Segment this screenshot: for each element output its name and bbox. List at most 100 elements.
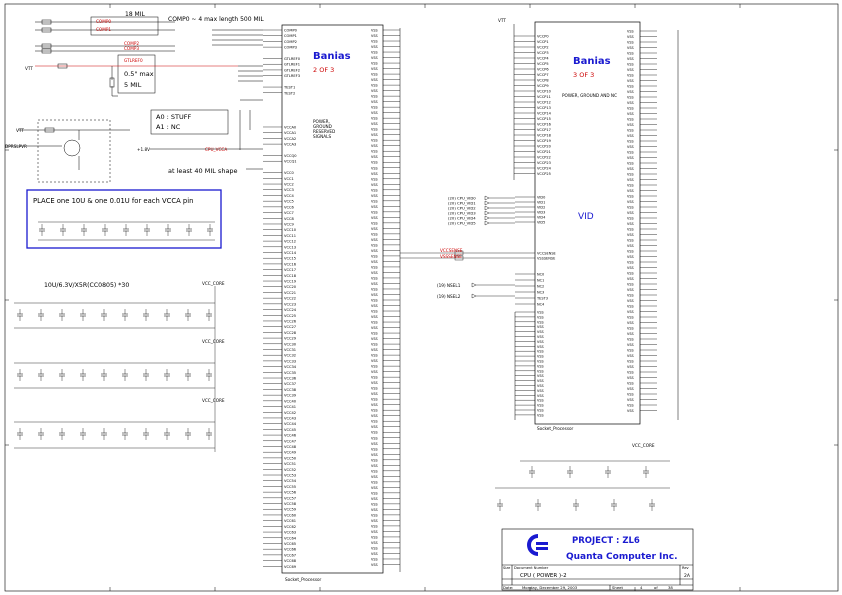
u2-pin-name: VSS [627,255,634,259]
u1-pin-name: VCC67 [284,553,296,557]
net-dprslpvr: DPRSLPVR [5,144,27,149]
u1-pin-name: VSS [371,188,378,192]
title-block [501,528,694,591]
u1-pin-name: COMP0 [284,29,298,33]
u1-pin-name: VCC40 [284,399,297,403]
u2-left-pins: VCCP0VCCP1VCCP2VCCP3VCCP4VCCP5VCCP6VCCP7… [505,35,556,420]
u1-pin-name: VSS [371,199,378,203]
u2-pin-name: VSS [627,52,634,56]
u1-pin-name: VCC7 [284,211,294,215]
u1-pin-name: VCC46 [284,434,297,438]
vcca-capacitors [38,221,215,241]
note-comp-length: COMP0 ~ 4 max length 500 MIL [168,16,264,23]
u2-pin-name: VSS [627,90,634,94]
sense-resistor [454,250,464,256]
u2-pin-name: VSS [627,294,634,298]
u1-bottom-label: Socket_Processor [285,577,322,582]
u1-pin-name: VSS [371,387,378,391]
u1-pin-name: VSS [371,265,378,269]
u2-pin-name: VSS [627,41,634,45]
u1-mid-label-line: RESERVED [313,129,335,134]
u1-pin-name: VCC47 [284,439,296,443]
u1-pin-name: VCC51 [284,462,296,466]
u1-pin-name: VSS [371,128,378,132]
u1-pin-name: VSS [371,260,378,264]
u2-pin-name: VSS [537,399,544,403]
u2-pin-name: VSS [627,151,634,155]
u1-pin-name: VCC50 [284,456,297,460]
u2-bottom-label: Socket_Processor [537,426,574,431]
u1-pin-name: VSS [371,458,378,462]
u1-pin-name: VCC38 [284,388,297,392]
u2-pin-name: VSS [627,349,634,353]
u1-pin-name: VCC22 [284,297,296,301]
label-vcc-core-1: VCC_CORE [202,281,225,286]
u1-pin-name: VSS [371,282,378,286]
u1-pin-name: VCC43 [284,416,296,420]
u1-pin-name: VSS [371,524,378,528]
u2-pin-name: VCCP16 [537,123,551,127]
net-nsel1: (19) NSEL1 [437,283,461,288]
u2-pin-name: VSS [627,343,634,347]
u1-pin-name: VCC20 [284,285,297,289]
u1-pin-name: VSS [371,73,378,77]
u2-pin-name: VCCP13 [537,106,551,110]
u2-pin-name: VSS [627,228,634,232]
u2-pin-name: VSS [537,364,544,368]
u2-pin-name: VSS [627,156,634,160]
u2-pin-name: VSS [537,340,544,344]
u2-pin-name: VSS [627,206,634,210]
u1-pin-name: VSS [371,447,378,451]
u2-pin-name: VSS [537,384,544,388]
u2-pin-name: VSS [627,195,634,199]
u1-pin-name: GTLREF0 [284,57,301,61]
u2-pin-name: VSS [627,360,634,364]
u1-pin-name: COMP2 [284,40,297,44]
date-value: Monday, December 29, 2003 [522,585,578,590]
u1-pin-name: VSS [371,535,378,539]
u2-pin-name: VCCP12 [537,101,551,105]
u2-pin-name: VSS [627,200,634,204]
u2-pin-name: VSS [627,123,634,127]
u2-pin-name: VSS [627,404,634,408]
u1-pin-name: VSS [371,221,378,225]
u1-pin-name: VSS [371,34,378,38]
u1-pin-name: VCC24 [284,308,297,312]
u2-pin-name: VID2 [537,206,545,210]
u1-pin-name: VCC41 [284,405,296,409]
u1-pin-name: VSS [371,276,378,280]
u1-pin-name: VCC42 [284,411,296,415]
offpage-arrow [484,200,490,206]
u2-body [534,21,641,425]
u1-pin-name: VCCQ0 [284,154,297,158]
u1-pin-name: VCC44 [284,422,297,426]
label-vcc-core-4: VCC_CORE [632,443,655,448]
u1-pin-name: VSS [371,232,378,236]
company-logo [527,534,548,556]
u1-pin-name: VCC17 [284,268,296,272]
u2-pin-name: VSS [627,35,634,39]
u2-title: Banias [573,56,611,67]
u1-left-pins: COMP0COMP1COMP2COMP3GTLREF0GTLREF1GTLREF… [263,29,301,569]
u1-pin-name: VCC59 [284,508,297,512]
u2-pin-name: VSS [627,129,634,133]
u1-pin-name: VSS [371,95,378,99]
u1-pin-name: VSS [371,139,378,143]
dprslpvr-transistor-block [5,119,130,183]
u1-pin-name: VCC33 [284,359,296,363]
u2-pin-name: VSS [627,277,634,281]
u1-pin-name: VSS [371,84,378,88]
u2-pin-name: VSS [627,288,634,292]
u2-pin-name: VSS [627,239,634,243]
u2-pin-name: VSS [627,316,634,320]
u2-pin-name: VSS [627,79,634,83]
u2-pin-name: VID5 [537,221,545,225]
u2-pin-name: VSS [627,162,634,166]
note-at-least-40mil: at least 40 MIL shape [168,167,238,175]
u2-pin-name: VSS [537,369,544,373]
u2-pin-name: VCCP4 [537,57,549,61]
u1-pin-name: VSS [371,287,378,291]
u1-pin-name: VSS [371,238,378,242]
u2-pin-name: VSS [537,409,544,413]
u2-pin-name: VCCP5 [537,62,549,66]
